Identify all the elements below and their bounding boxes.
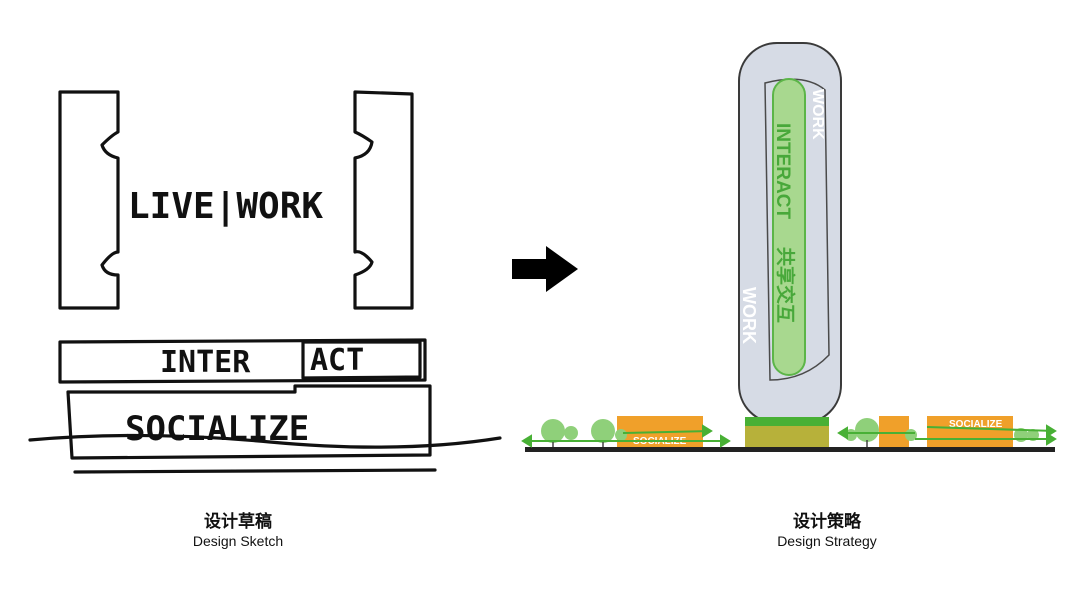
work-top-text: WORK bbox=[809, 89, 826, 140]
sketch-caption: 设计草稿 Design Sketch bbox=[108, 512, 368, 550]
socialize-right-text: SOCIALIZE bbox=[949, 419, 1003, 430]
flow-arrows bbox=[521, 424, 1057, 448]
sketch-ground-line bbox=[28, 433, 502, 449]
interact-text: INTERACT bbox=[772, 123, 793, 219]
sketch-socialize-box bbox=[66, 384, 432, 460]
ground-line bbox=[525, 447, 1055, 452]
strategy-caption: 设计策略 Design Strategy bbox=[697, 512, 957, 550]
sketch-inter-text: INTER bbox=[160, 345, 251, 380]
design-strategy: WORK WORK INTERACT 共享交互 SOCIALIZE SOCIAL… bbox=[515, 35, 1075, 475]
sketch-caption-cn: 设计草稿 bbox=[204, 512, 272, 532]
tower-podium bbox=[745, 426, 829, 450]
work-bottom-text: WORK bbox=[739, 287, 759, 344]
sketch-right-bracket bbox=[353, 90, 414, 310]
strategy-drawing: WORK WORK INTERACT 共享交互 SOCIALIZE SOCIAL… bbox=[521, 42, 1057, 452]
sketch-socialize-text: SOCIALIZE bbox=[125, 409, 309, 449]
trees-left bbox=[541, 419, 627, 447]
strategy-caption-en: Design Strategy bbox=[777, 533, 877, 549]
interact-cn-text: 共享交互 bbox=[774, 247, 797, 323]
interact-core bbox=[772, 78, 806, 376]
tower-green-base bbox=[745, 417, 829, 427]
design-sketch: LIVE|WORK INTER ACT SOCIALIZE bbox=[20, 70, 510, 490]
socialize-right-block-b bbox=[927, 416, 1013, 447]
socialize-right-block-a bbox=[879, 416, 909, 447]
sketch-left-bracket bbox=[58, 90, 120, 310]
sketch-caption-en: Design Sketch bbox=[192, 533, 284, 549]
right-arrow-icon bbox=[512, 246, 578, 292]
sketch-drawing: LIVE|WORK INTER ACT SOCIALIZE bbox=[28, 90, 502, 474]
strategy-caption-cn: 设计策略 bbox=[793, 512, 861, 532]
sketch-live-work-text: LIVE|WORK bbox=[128, 186, 323, 227]
sketch-act-box bbox=[301, 340, 422, 380]
sketch-act-text: ACT bbox=[310, 343, 364, 378]
